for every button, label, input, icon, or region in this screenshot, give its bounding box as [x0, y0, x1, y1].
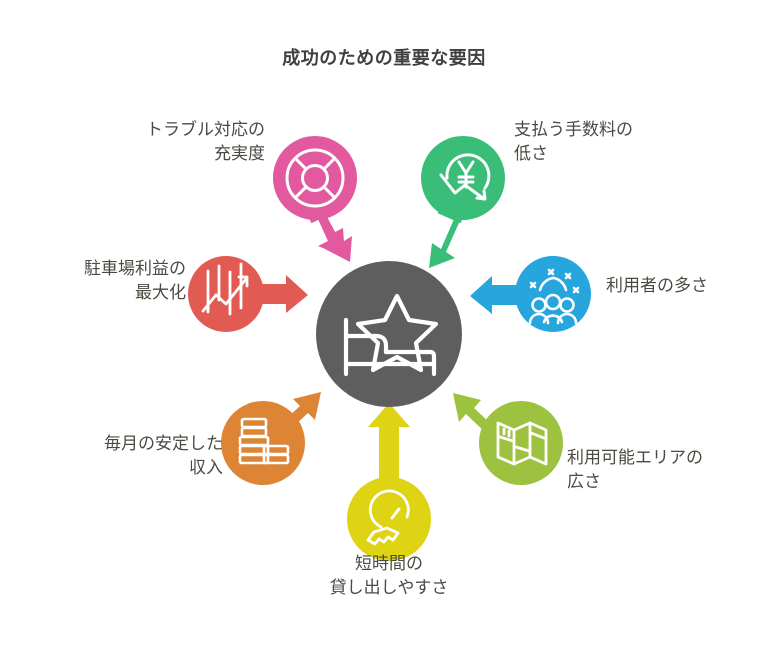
label-line-1: 利用者の多さ [606, 276, 708, 295]
growth-bar-chart-icon [201, 262, 249, 316]
folded-map-icon [496, 421, 548, 466]
key-clock-icon [366, 489, 410, 546]
label-many-users: 利用者の多さ [606, 274, 766, 298]
label-stable-monthly-income: 毎月の安定した 収入 [0, 432, 223, 480]
node-wide-available-area[interactable] [479, 401, 563, 485]
group-of-people-icon [528, 268, 580, 325]
label-parking-profit-max: 駐車場利益の 最大化 [0, 257, 186, 305]
arrow-short-term-rental [368, 403, 410, 520]
lifebuoy-icon [285, 148, 345, 208]
label-line-2: 最大化 [135, 283, 186, 303]
label-line-1: 駐車場利益の [84, 259, 186, 278]
label-line-1: 短時間の [355, 554, 423, 573]
coin-stacks-icon [238, 417, 290, 465]
label-low-fees: 支払う手数料の 低さ [514, 118, 754, 166]
label-trouble-support: トラブル対応の 充実度 [25, 118, 265, 166]
label-line-2: 充実度 [214, 144, 265, 164]
center-node[interactable] [316, 261, 462, 407]
label-wide-available-area: 利用可能エリアの 広さ [567, 446, 768, 494]
yen-declining-chart-icon [439, 153, 491, 201]
bed-with-star-icon [343, 293, 439, 377]
label-line-2: 広さ [567, 472, 601, 492]
node-stable-monthly-income[interactable] [221, 401, 305, 485]
label-line-1: 支払う手数料の [514, 120, 633, 139]
node-parking-profit-max[interactable] [188, 256, 264, 332]
node-trouble-support[interactable] [273, 136, 357, 220]
node-many-users[interactable] [515, 256, 591, 332]
page-title: 成功のための重要な要因 [282, 48, 486, 68]
node-short-term-rental[interactable] [347, 477, 431, 561]
node-low-fees[interactable] [421, 136, 505, 220]
label-line-2: 収入 [189, 458, 223, 478]
label-line-2: 貸し出しやすさ [329, 578, 449, 598]
label-line-1: 毎月の安定した [104, 434, 223, 453]
label-line-1: トラブル対応の [146, 120, 265, 139]
label-line-1: 利用可能エリアの [567, 448, 703, 467]
label-short-term-rental: 短時間の 貸し出しやすさ [269, 552, 509, 600]
label-line-2: 低さ [514, 144, 548, 164]
